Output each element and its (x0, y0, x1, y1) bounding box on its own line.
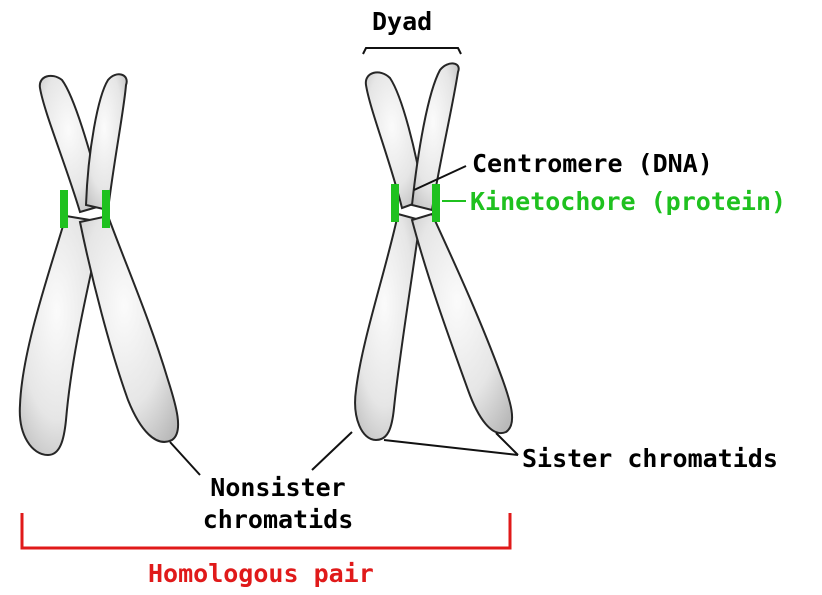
nonsister-leader-line-right (312, 432, 352, 470)
kinetochore-label: Kinetochore (protein) (470, 188, 786, 216)
nonsister-label-line1: Nonsister (190, 474, 366, 502)
dyad-label: Dyad (372, 8, 432, 36)
nonsister-label-line2: chromatids (180, 506, 376, 534)
centromere-label: Centromere (DNA) (472, 150, 713, 178)
right-chromosome-lower-right-arm (412, 214, 512, 433)
left-chromosome-upper-right-arm (86, 74, 127, 210)
left-chromosome (20, 74, 178, 455)
right-kinetochore-right (432, 184, 440, 222)
left-kinetochore-left (60, 190, 68, 228)
sister-leader-line-2 (496, 433, 518, 455)
right-chromosome-lower-left-arm (355, 214, 420, 440)
sister-chromatids-label: Sister chromatids (522, 445, 778, 473)
left-chromosome-lower-right-arm (80, 216, 178, 442)
right-kinetochore-left (391, 184, 399, 222)
left-kinetochore-right (102, 190, 110, 228)
homologous-pair-label: Homologous pair (148, 560, 374, 588)
right-chromosome (355, 63, 512, 440)
nonsister-leader-line-left (170, 442, 200, 475)
sister-leader-line-1 (384, 440, 518, 455)
dyad-bracket (363, 48, 461, 54)
